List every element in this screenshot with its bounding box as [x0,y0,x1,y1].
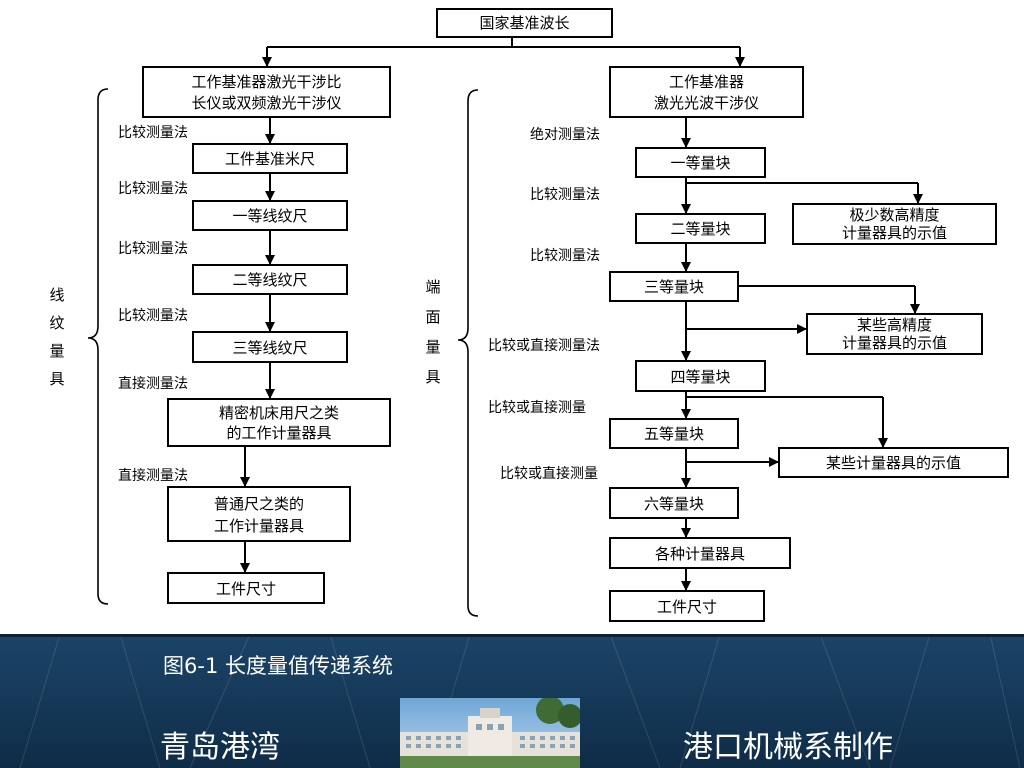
node-right-6: 六等量块 [609,487,739,519]
svg-text:三等量块: 三等量块 [644,278,704,296]
right-group-label-1: 端 [425,278,440,296]
node-left-7: 工件尺寸 [167,572,325,604]
node-right-top-line-2: 激光光波干涉仪 [654,94,759,112]
campus-building-image [400,698,580,768]
svg-text:五等量块: 五等量块 [644,425,704,443]
node-right-8: 工件尺寸 [609,590,765,622]
node-left-6: 普通尺之类的 工作计量器具 [167,486,351,542]
left-method-3: 比较测量法 [118,241,188,257]
svg-text:工作计量器具: 工作计量器具 [214,517,304,535]
svg-text:各种计量器具: 各种计量器具 [655,545,745,563]
svg-text:工件尺寸: 工件尺寸 [657,598,717,616]
left-group-label-1: 线 [49,286,64,304]
left-group-label-3: 量 [49,342,64,360]
svg-text:普通尺之类的: 普通尺之类的 [214,495,304,513]
right-method-6: 比较或直接测量 [500,465,598,482]
node-right-3: 三等量块 [609,271,739,302]
node-right-1: 一等量块 [635,147,766,178]
node-root-text: 国家基准波长 [479,14,569,32]
right-group-brace [457,89,479,617]
node-left-3: 二等线纹尺 [192,264,348,295]
left-method-4: 比较测量法 [118,308,188,324]
svg-text:极少数高精度: 极少数高精度 [849,206,939,224]
node-left-1: 工件基准米尺 [192,143,348,174]
svg-text:一等量块: 一等量块 [670,154,730,172]
right-group-label-3: 量 [425,338,440,356]
svg-text:四等量块: 四等量块 [670,368,730,386]
right-method-3: 比较测量法 [530,248,600,264]
right-method-5: 比较或直接测量 [488,399,586,416]
figure-caption: 图6-1 长度量值传递系统 [163,654,393,678]
left-group-brace [87,88,109,605]
node-right-4: 四等量块 [635,360,766,392]
svg-text:计量器具的示值: 计量器具的示值 [842,334,947,352]
left-method-5: 直接测量法 [118,375,188,392]
svg-text:二等量块: 二等量块 [670,220,730,238]
left-chain-connectors [240,117,275,573]
svg-text:计量器具的示值: 计量器具的示值 [842,224,947,242]
node-right-top-line-1: 工作基准器 [669,73,744,91]
svg-text:工件尺寸: 工件尺寸 [216,580,276,598]
node-left-top: 工作基准器激光干涉比 长仪或双频激光干涉仪 [142,66,391,118]
left-method-6: 直接测量法 [118,467,188,484]
node-left-top-line-1: 工作基准器激光干涉比 [191,73,341,91]
node-left-4: 三等线纹尺 [192,331,348,363]
node-root: 国家基准波长 [436,8,613,38]
node-left-top-line-2: 长仪或双频激光干涉仪 [191,94,341,112]
svg-text:三等线纹尺: 三等线纹尺 [232,339,307,357]
right-group-label-4: 具 [425,368,440,386]
right-chain-connectors [681,117,923,591]
node-right-2: 二等量块 [635,213,766,244]
node-side-3: 某些计量器具的示值 [778,447,1009,478]
svg-text:某些高精度: 某些高精度 [857,316,932,334]
svg-text:六等量块: 六等量块 [644,495,704,513]
node-left-5: 精密机床用尺之类 的工作计量器具 [167,398,391,447]
right-group-label-2: 面 [425,308,440,326]
node-left-2: 一等线纹尺 [192,200,348,231]
svg-text:二等线纹尺: 二等线纹尺 [232,271,307,289]
right-method-4: 比较或直接测量法 [488,337,600,354]
svg-text:工件基准米尺: 工件基准米尺 [225,150,315,168]
node-right-5: 五等量块 [609,418,739,449]
flowchart-diagram: 国家基准波长 工作基准器激光干涉比 长仪或双频激光干涉仪 工作基准器 激光光波干… [49,8,1009,622]
school-name: 青岛港湾 [160,730,280,765]
svg-text:一等线纹尺: 一等线纹尺 [232,207,307,225]
svg-text:某些计量器具的示值: 某些计量器具的示值 [826,454,961,472]
left-method-2: 比较测量法 [118,181,188,197]
right-method-2: 比较测量法 [530,187,600,203]
root-connectors [262,37,745,67]
left-group-label-2: 纹 [49,314,64,332]
left-method-1: 比较测量法 [118,125,188,141]
left-group-label-4: 具 [49,370,64,388]
right-method-1: 绝对测量法 [530,127,600,143]
node-side-1: 极少数高精度 计量器具的示值 [792,203,997,245]
footer-banner: 图6-1 长度量值传递系统 [0,634,1024,768]
node-right-top: 工作基准器 激光光波干涉仪 [609,66,804,118]
node-right-7: 各种计量器具 [609,537,791,569]
department-credit: 港口机械系制作 [683,730,893,765]
svg-text:的工作计量器具: 的工作计量器具 [226,424,331,442]
svg-text:精密机床用尺之类: 精密机床用尺之类 [219,404,339,422]
node-side-2: 某些高精度 计量器具的示值 [806,313,983,355]
